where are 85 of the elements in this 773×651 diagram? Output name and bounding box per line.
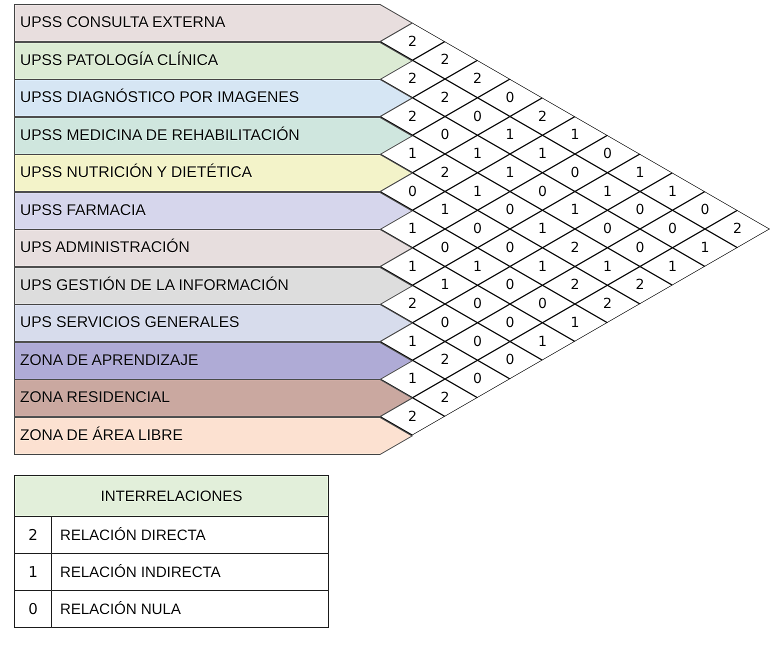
relation-value: 1 (407, 370, 418, 389)
relation-value: 0 (537, 295, 548, 314)
relation-value: 0 (440, 126, 450, 146)
relation-value: 2 (570, 276, 580, 296)
relation-value: 1 (504, 126, 516, 146)
relation-value: 1 (472, 182, 483, 202)
relation-value: 2 (537, 108, 548, 126)
relation-value: 2 (440, 388, 450, 408)
relation-value: 1 (407, 258, 418, 276)
relation-value: 1 (602, 182, 613, 202)
relation-value: 2 (634, 276, 646, 296)
relation-name: RELACIÓN DIRECTA (52, 516, 328, 554)
relation-value: 1 (537, 145, 548, 164)
relation-value: 1 (504, 164, 516, 183)
relation-name: RELACIÓN INDIRECTA (52, 554, 328, 590)
relation-value: 1 (667, 258, 678, 276)
unit-name: UPSS CONSULTA EXTERNA (20, 13, 226, 33)
relation-value: 0 (667, 220, 678, 239)
relation-value: 2 (602, 295, 613, 314)
relation-value: 1 (537, 258, 548, 276)
unit-name: UPSS PATOLOGÍA CLÍNICA (20, 50, 218, 70)
relation-code: 2 (14, 516, 52, 554)
unit-name: ZONA DE ÁREA LIBRE (20, 426, 183, 446)
relation-value: 1 (570, 314, 580, 333)
relation-value: 0 (504, 351, 516, 370)
relation-value: 2 (440, 88, 450, 108)
relation-value: 1 (440, 276, 450, 296)
relation-value: 1 (700, 238, 710, 258)
relation-value: 0 (700, 201, 710, 220)
relation-value: 2 (407, 32, 418, 52)
relation-code: 1 (14, 554, 52, 590)
relation-value: 1 (667, 182, 678, 202)
relation-value: 1 (407, 145, 418, 164)
relation-value: 2 (407, 70, 418, 89)
relation-value: 1 (407, 332, 418, 352)
relation-value: 0 (440, 314, 450, 333)
relation-value: 0 (472, 370, 483, 389)
table-heading: INTERRELACIONES (14, 476, 328, 516)
relation-value: 2 (472, 70, 483, 89)
relation-value: 1 (537, 332, 548, 352)
relation-value: 0 (537, 182, 548, 202)
relation-value: 1 (440, 201, 450, 220)
unit-name: UPSS DIAGNÓSTICO POR IMAGENES (20, 88, 300, 108)
relation-value: 0 (440, 238, 450, 258)
unit-name: UPS GESTIÓN DE LA INFORMACIÓN (20, 276, 289, 296)
relation-value: 1 (634, 164, 646, 183)
relation-value: 1 (570, 126, 580, 146)
relation-value: 2 (407, 108, 418, 126)
relation-value: 2 (440, 51, 450, 70)
relation-value: 0 (504, 314, 516, 333)
relation-value: 0 (504, 276, 516, 296)
unit-name: ZONA RESIDENCIAL (20, 388, 170, 408)
relation-value: 1 (570, 201, 580, 220)
relation-value: 0 (472, 295, 483, 314)
unit-name: UPSS NUTRICIÓN Y DIETÉTICA (20, 162, 252, 183)
relation-value: 0 (602, 220, 613, 239)
relation-value: 0 (634, 238, 646, 258)
relation-value: 1 (537, 220, 548, 239)
relation-value: 0 (602, 145, 613, 164)
relation-name: RELACIÓN NULA (52, 590, 328, 628)
relation-code: 0 (14, 590, 52, 628)
relation-value: 0 (472, 332, 483, 352)
relation-value: 0 (504, 201, 516, 220)
relation-value: 2 (732, 220, 743, 239)
relation-value: 1 (472, 145, 483, 164)
relation-value: 0 (407, 182, 418, 202)
unit-name: ZONA DE APRENDIZAJE (20, 350, 198, 370)
unit-name: UPSS FARMACIA (20, 200, 146, 220)
relation-value: 0 (472, 108, 483, 126)
relation-value: 2 (570, 238, 580, 258)
relation-value: 2 (440, 351, 450, 370)
relation-value: 2 (440, 164, 450, 183)
relation-value: 0 (504, 88, 516, 108)
unit-name: UPSS MEDICINA DE REHABILITACIÓN (20, 126, 300, 146)
relation-value: 0 (570, 164, 580, 183)
relation-value: 1 (407, 220, 418, 239)
unit-name: UPS ADMINISTRACIÓN (20, 238, 190, 258)
unit-name: UPS SERVICIOS GENERALES (20, 313, 240, 333)
relation-value: 1 (472, 258, 483, 276)
relation-value: 2 (407, 408, 418, 426)
relation-value: 0 (504, 238, 516, 258)
relation-value: 2 (407, 295, 418, 314)
relation-value: 0 (472, 220, 483, 239)
relation-value: 0 (634, 201, 646, 220)
relation-value: 1 (602, 258, 613, 276)
